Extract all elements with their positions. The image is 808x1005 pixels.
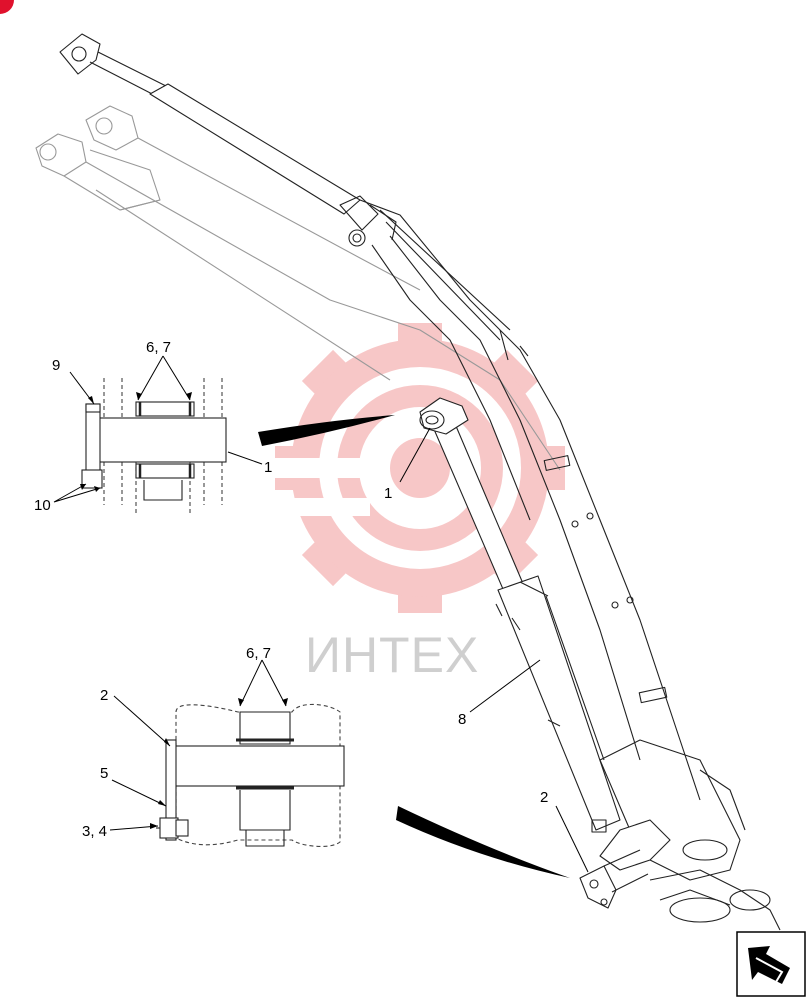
- boom-assembly: [35, 33, 781, 931]
- callout-6-7-lower: 6, 7: [246, 645, 271, 662]
- callout-6-7-upper: 6, 7: [146, 339, 171, 356]
- next-page-arrow-icon[interactable]: [736, 931, 806, 997]
- callout-9: 9: [52, 357, 60, 374]
- watermark-text: ИНТЕХ: [305, 627, 479, 683]
- leader-arrowheads: [80, 392, 288, 829]
- callout-10: 10: [34, 497, 51, 514]
- callout-3-4: 3, 4: [82, 823, 107, 840]
- callout-2-detail: 2: [100, 687, 108, 704]
- pointer-wedge-lower: [396, 806, 570, 878]
- detail-view-lower: [156, 703, 345, 848]
- detail-view-upper: [81, 378, 227, 515]
- callout-2-boom: 2: [540, 789, 548, 806]
- callout-8: 8: [458, 711, 466, 728]
- callout-1-detail: 1: [264, 459, 272, 476]
- callout-5: 5: [100, 765, 108, 782]
- watermark-gear: [260, 323, 565, 613]
- callout-1-boom: 1: [384, 485, 392, 502]
- corner-marker: [0, 0, 14, 14]
- pointer-wedge-upper: [258, 415, 395, 446]
